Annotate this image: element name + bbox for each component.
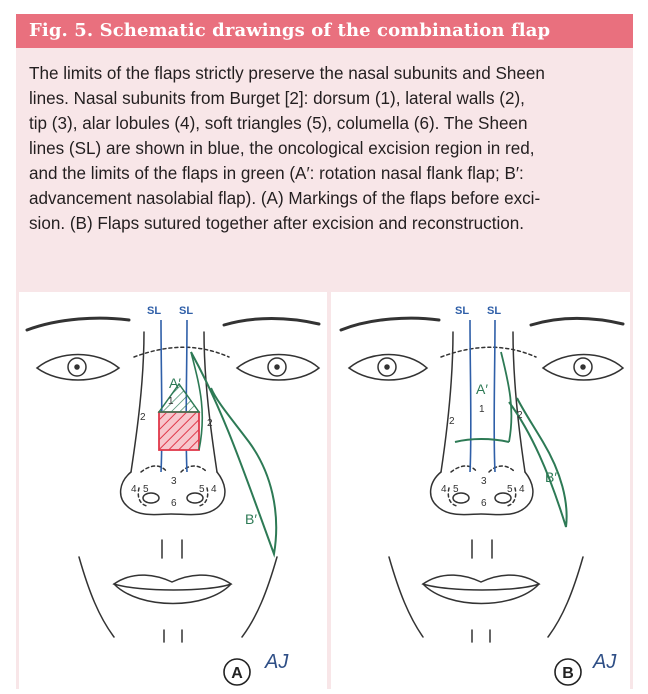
flap-a-label: A′	[169, 375, 181, 391]
sl-label-left: SL	[455, 305, 469, 317]
figure-panel: Fig. 5. Schematic drawings of the combin…	[16, 14, 633, 689]
sl-label-right: SL	[487, 305, 501, 317]
dorsum-arc	[134, 347, 229, 357]
nasolabial-flap	[191, 352, 276, 554]
subunit-label: 1	[168, 396, 174, 407]
nose-line-left	[441, 332, 453, 472]
subunit-label: 4	[211, 484, 217, 495]
sheen-line-right	[494, 320, 495, 472]
sheen-line-left	[470, 320, 471, 472]
subunit-label: 2	[207, 418, 213, 429]
subunit-label: 6	[481, 498, 487, 509]
subunit-label: 4	[519, 484, 525, 495]
subunit-label: 4	[441, 484, 447, 495]
eyebrow-left	[341, 318, 439, 330]
drawing-b: SL SL A′ B′ 1 2 2 3 4 4 5 5 6	[331, 292, 630, 689]
figure-title: Fig. 5. Schematic drawings of the combin…	[29, 20, 550, 41]
subunit-label: 5	[143, 484, 149, 495]
nose-line-left	[131, 332, 144, 472]
subunit-label: 6	[171, 498, 177, 509]
panel-label: B	[562, 665, 574, 682]
caption-line: sion. (B) Flaps sutured together after e…	[29, 211, 623, 236]
flap-b-label: B′	[545, 469, 557, 485]
subunit-label: 2	[517, 410, 523, 421]
lower-lip	[423, 584, 539, 604]
caption-line: The limits of the flaps strictly preserv…	[29, 61, 623, 86]
upper-lip	[423, 575, 539, 590]
eyebrow-right	[224, 319, 319, 326]
subunit-label: 5	[199, 484, 205, 495]
subunit-label: 3	[481, 476, 487, 487]
flap-b-label: B′	[245, 511, 257, 527]
flap-a-label: A′	[476, 381, 488, 397]
subunit-label: 3	[171, 476, 177, 487]
caption-line: and the limits of the flaps in green (A′…	[29, 161, 623, 186]
lower-lip	[114, 584, 231, 604]
eyebrow-right	[531, 319, 623, 326]
subunit-label: 5	[507, 484, 513, 495]
drawing-a-svg: SL SL A′ B′ 1 2 2 3 4 4 5 5 6	[19, 292, 327, 689]
figure-caption: The limits of the flaps strictly preserv…	[29, 61, 623, 236]
figure-header: Fig. 5. Schematic drawings of the combin…	[16, 14, 633, 48]
subunit-label: 1	[479, 404, 485, 415]
dorsum-arc	[441, 347, 536, 357]
eyebrow-left	[27, 318, 129, 330]
caption-line: lines. Nasal subunits from Burget [2]: d…	[29, 86, 623, 111]
excision-region	[159, 412, 199, 450]
signature: AJ	[264, 651, 289, 673]
sl-label-left: SL	[147, 305, 161, 317]
panel-label: A	[231, 665, 243, 682]
caption-line: tip (3), alar lobules (4), soft triangle…	[29, 111, 623, 136]
subunit-label: 2	[140, 412, 146, 423]
flap-suture-line	[455, 439, 509, 442]
sl-label-right: SL	[179, 305, 193, 317]
subunit-label: 2	[449, 416, 455, 427]
caption-line: advancement nasolabial flap). (A) Markin…	[29, 186, 623, 211]
signature: AJ	[592, 651, 617, 673]
caption-line: lines (SL) are shown in blue, the oncolo…	[29, 136, 623, 161]
drawing-b-svg: SL SL A′ B′ 1 2 2 3 4 4 5 5 6	[331, 292, 630, 689]
drawing-panels: SL SL A′ B′ 1 2 2 3 4 4 5 5 6	[19, 292, 630, 689]
drawing-a: SL SL A′ B′ 1 2 2 3 4 4 5 5 6	[19, 292, 327, 689]
subunit-label: 5	[453, 484, 459, 495]
upper-lip	[114, 575, 231, 590]
subunit-label: 4	[131, 484, 137, 495]
